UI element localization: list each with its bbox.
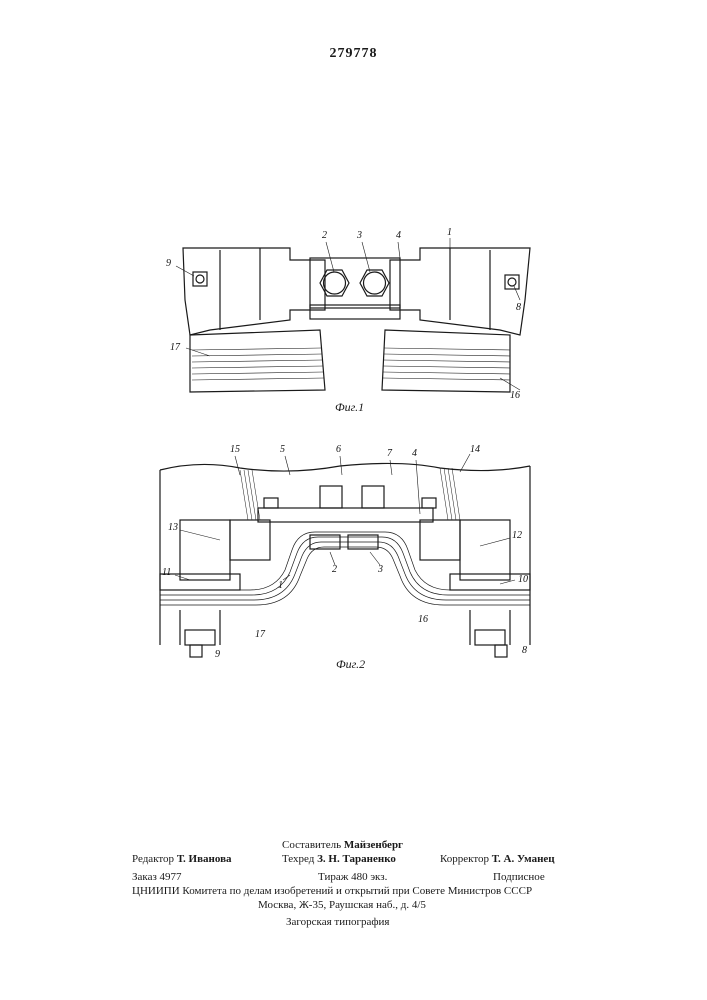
printer: Загорская типография xyxy=(286,915,389,929)
fig1-label: 2 xyxy=(322,230,327,241)
fig2-label: 5 xyxy=(280,444,285,455)
fig1-label: 4 xyxy=(396,230,401,241)
fig1-label: 17 xyxy=(170,342,181,353)
fig2-label: 11 xyxy=(162,567,171,578)
fig2-label: 1 xyxy=(278,580,283,591)
editor-line: Редактор Т. Иванова xyxy=(132,852,232,866)
fig2-label: 15 xyxy=(230,444,240,455)
compiler-name: Майзенберг xyxy=(344,839,403,851)
fig2-label: 14 xyxy=(470,444,480,455)
patent-number: 279778 xyxy=(0,46,707,62)
fig2-label: 8 xyxy=(522,645,527,656)
corrector-line: Корректор Т. А. Уманец xyxy=(440,852,555,866)
fig2-label: 10 xyxy=(518,574,528,585)
compiler-line: Составитель Майзенберг xyxy=(282,838,403,852)
techred-label: Техред xyxy=(282,853,314,865)
editor-name: Т. Иванова xyxy=(177,853,232,865)
fig2-label: 2 xyxy=(332,564,337,575)
figure-2-drawing: 15 5 6 7 4 14 13 12 11 10 1 2 3 16 17 9 … xyxy=(140,440,560,665)
fig2-label: 3 xyxy=(377,564,383,575)
fig2-label: 9 xyxy=(215,649,220,660)
fig2-label: 13 xyxy=(168,522,178,533)
subscription: Подписное xyxy=(493,870,545,884)
fig2-label: 16 xyxy=(418,614,428,625)
fig2-label: 17 xyxy=(255,629,266,640)
fig1-label: 16 xyxy=(510,390,520,401)
circulation: Тираж 480 экз. xyxy=(318,870,387,884)
address: Москва, Ж-35, Раушская наб., д. 4/5 xyxy=(258,898,426,912)
fig2-label: 6 xyxy=(336,444,341,455)
figure-2-caption: Фиг.2 xyxy=(336,657,365,672)
compiler-label: Составитель xyxy=(282,839,341,851)
techred-name: З. Н. Тараненко xyxy=(317,853,396,865)
fig1-label: 1 xyxy=(447,227,452,238)
fig2-label: 4 xyxy=(412,448,417,459)
fig1-label: 8 xyxy=(516,302,521,313)
fig1-label: 3 xyxy=(356,230,362,241)
corrector-label: Корректор xyxy=(440,853,489,865)
techred-line: Техред З. Н. Тараненко xyxy=(282,852,396,866)
corrector-name: Т. А. Уманец xyxy=(492,853,555,865)
editor-label: Редактор xyxy=(132,853,174,865)
fig2-label: 7 xyxy=(387,448,393,459)
fig2-label: 12 xyxy=(512,530,522,541)
order-number: Заказ 4977 xyxy=(132,870,182,884)
institute: ЦНИИПИ Комитета по делам изобретений и о… xyxy=(132,884,532,898)
figure-1-drawing: 2 3 4 1 9 8 17 16 xyxy=(150,220,570,415)
fig1-label: 9 xyxy=(166,258,171,269)
figure-1-caption: Фиг.1 xyxy=(335,400,364,415)
